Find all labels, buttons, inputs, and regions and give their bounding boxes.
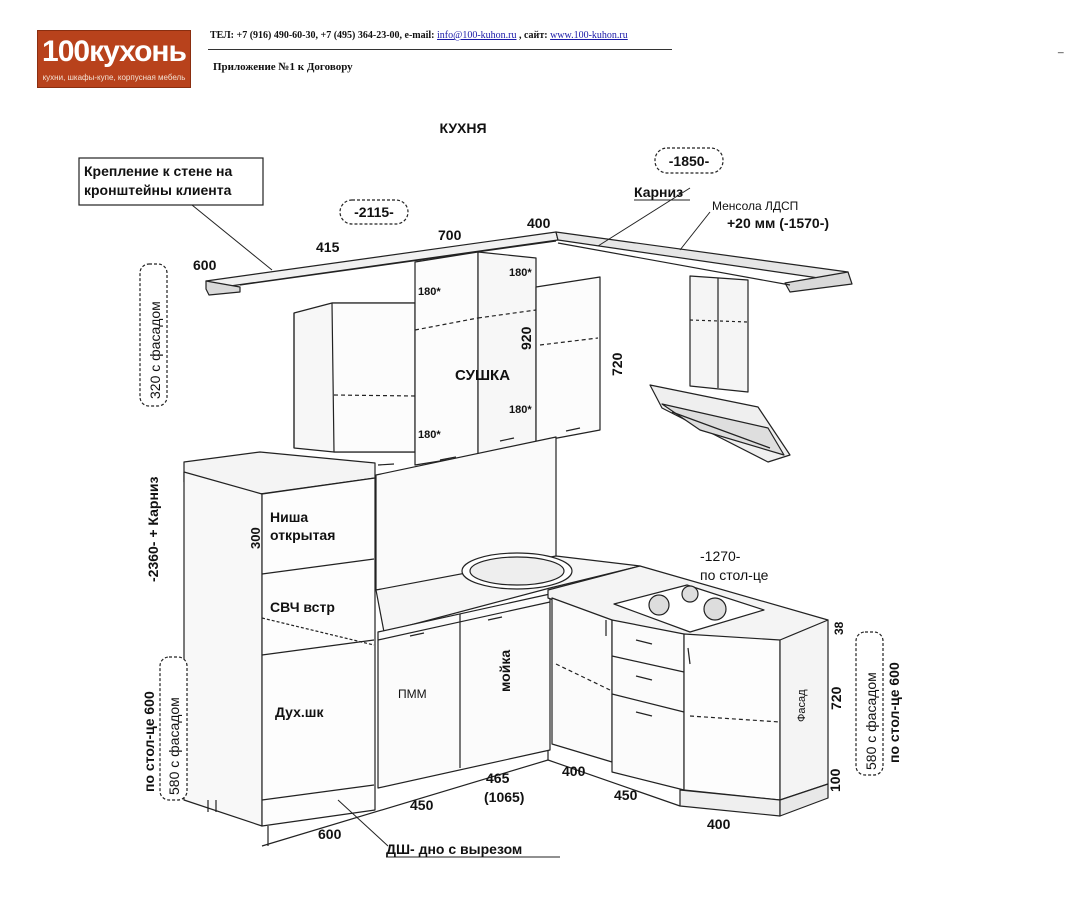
drying-label: СУШКА <box>455 367 510 384</box>
facade-label: Фасад <box>796 689 808 722</box>
left-facade-frame <box>159 656 188 801</box>
niche-label-2: открытая <box>270 527 335 543</box>
dim-100: 100 <box>827 768 843 792</box>
contacts-line: ТЕЛ: +7 (916) 490-60-30, +7 (495) 364-23… <box>210 30 628 41</box>
site-link[interactable]: www.100-kuhon.ru <box>550 30 628 41</box>
open-angle-d: 180* <box>418 429 441 441</box>
company-logo: 100кухонь кухни, шкафы-купе, корпусная м… <box>37 30 191 88</box>
open-angle-b: 180* <box>509 267 532 279</box>
cornice <box>205 231 853 296</box>
logo-text: 100кухонь <box>42 35 187 68</box>
wall-mount-label: Крепление к стене на <box>84 163 232 179</box>
facade-320-frame <box>139 263 168 407</box>
sink-label: мойка <box>497 650 513 692</box>
header-divider <box>208 49 672 50</box>
appendix-title: Приложение №1 к Договору <box>213 61 353 73</box>
dim-600: 600 <box>193 257 217 273</box>
corner-countertop <box>547 565 829 817</box>
dim-415: 415 <box>316 239 340 255</box>
niche-label: Ниша <box>270 509 308 525</box>
dim-300: 300 <box>248 527 263 549</box>
dim-720-upper: 720 <box>609 352 625 376</box>
right-facade-dim: 580 с фасадом <box>863 672 879 770</box>
corner-mark: _ <box>1058 43 1064 54</box>
open-angle-a: 180* <box>418 286 441 298</box>
dim-720-lower: 720 <box>828 686 844 710</box>
email-link[interactable]: info@100-kuhon.ru <box>437 30 517 41</box>
dim-400-bottom: 400 <box>562 763 586 779</box>
bottom-note: ДШ- дно с вырезом <box>386 841 522 857</box>
plinth <box>261 750 681 847</box>
shelf-leader <box>679 211 711 251</box>
dim-920: 920 <box>518 326 534 350</box>
dim-465: 465 <box>486 770 510 786</box>
dim-1065: (1065) <box>484 789 524 805</box>
contacts-prefix: ТЕЛ: +7 (916) 490-60-30, +7 (495) 364-23… <box>210 30 438 41</box>
left-table-dim: по стол-це 600 <box>141 691 157 792</box>
tall-column <box>183 451 376 846</box>
total-top-left: -2115- <box>354 204 394 220</box>
total-left-oval <box>339 199 409 225</box>
countertop-1270: -1270- <box>700 548 741 564</box>
right-table-dim: по стол-це 600 <box>886 662 902 763</box>
countertop-sub: по стол-це <box>700 567 769 583</box>
facade-320-label: 320 с фасадом <box>147 301 163 399</box>
dim-450-right: 450 <box>614 787 638 803</box>
total-top-right: -1850- <box>669 153 710 169</box>
dim-38: 38 <box>832 621 846 635</box>
dishwasher-label: ПММ <box>398 687 427 701</box>
open-angle-c: 180* <box>509 404 532 416</box>
oven-label: Дух.шк <box>275 704 324 720</box>
microwave-label: СВЧ встр <box>270 599 335 615</box>
dim-700: 700 <box>438 227 462 243</box>
bottom-note-leader <box>337 799 389 847</box>
cornice-label: Карниз <box>634 184 683 200</box>
sink-countertop <box>375 552 641 789</box>
total-right-oval <box>654 147 724 174</box>
dim-600-bottom: 600 <box>318 826 342 842</box>
wall-mount-leader <box>191 204 273 271</box>
wall-mount-box <box>78 157 264 206</box>
upper-cabinets <box>293 251 601 466</box>
range-hood <box>649 275 791 463</box>
dim-450-left: 450 <box>410 797 434 813</box>
shelf-dim: +20 мм (-1570-) <box>727 215 829 231</box>
dim-400: 400 <box>527 215 551 231</box>
shelf-label: Менсола ЛДСП <box>712 199 798 213</box>
dim-400-corner: 400 <box>707 816 731 832</box>
site-prefix: , сайт: <box>516 30 551 41</box>
left-facade-dim: 580 с фасадом <box>166 697 182 795</box>
cornice-leader <box>597 187 691 247</box>
column-height: -2360- + Карниз <box>145 476 161 582</box>
wall-mount-label-2: кронштейны клиента <box>84 182 232 198</box>
logo-tagline: кухни, шкафы-купе, корпусная мебель <box>42 73 186 82</box>
drawing-title: КУХНЯ <box>439 120 486 136</box>
right-facade-frame <box>855 631 884 776</box>
